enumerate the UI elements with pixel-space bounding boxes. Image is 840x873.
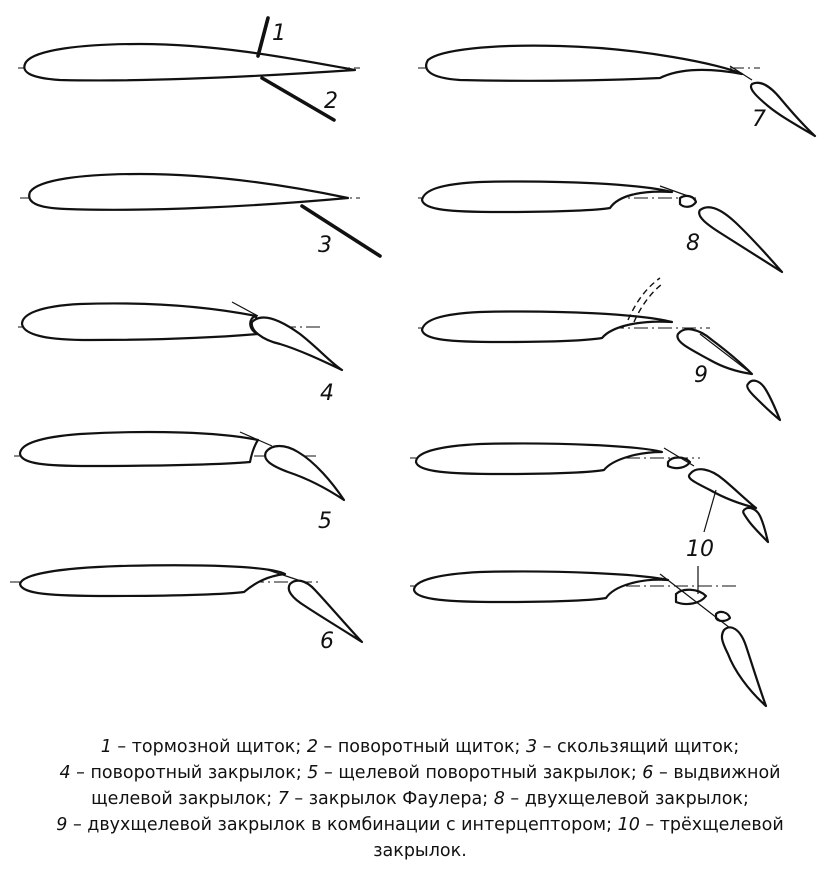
extending-flap-6 xyxy=(287,579,364,644)
airfoil-10a xyxy=(410,442,770,544)
label-4: 4 xyxy=(320,381,334,406)
airfoil-6: 6 xyxy=(10,564,364,654)
slotted-flap-5 xyxy=(264,444,346,502)
label-5: 5 xyxy=(318,509,332,534)
label-2: 2 xyxy=(324,89,338,114)
double-slotted-flap-8 xyxy=(698,206,784,274)
airfoil-7: 7 xyxy=(418,44,817,138)
caption-line-3: щелевой закрылок; 7 – закрылок Фаулера; … xyxy=(91,789,749,809)
caption-item-10-part-a: – трёхщелевой xyxy=(639,815,784,835)
caption-line-5: закрылок. xyxy=(373,841,467,861)
brake-flap-1 xyxy=(256,16,270,58)
airfoil-9: 9 xyxy=(418,277,782,422)
airfoil-1-2: 1 2 xyxy=(18,16,360,122)
airfoil-5: 5 xyxy=(14,430,346,534)
caption-line-1: 1 – тормозной щиток; 2 – поворотный щито… xyxy=(100,737,740,757)
airfoil-8: 8 xyxy=(418,180,784,274)
fowler-flap-7 xyxy=(749,81,817,138)
label-3: 3 xyxy=(318,233,332,258)
caption-line-4: 9 – двухщелевой закрылок в комбинации с … xyxy=(56,815,784,835)
double-slotted-flap-9 xyxy=(676,328,754,376)
caption-item-6-part-a: – выдвижной xyxy=(653,763,781,783)
airfoil-10b: 10 xyxy=(410,537,768,708)
figure-caption: 1 – тормозной щиток; 2 – поворотный щито… xyxy=(0,734,840,864)
spoiler-9 xyxy=(627,277,661,321)
plain-flap-4 xyxy=(250,316,344,372)
airfoil-3: 3 xyxy=(20,172,382,258)
label-8: 8 xyxy=(686,231,700,256)
triple-slotted-flap-10a xyxy=(687,468,758,510)
flap-diagram: 1 2 3 4 5 6 7 xyxy=(10,16,817,708)
caption-line-2: 4 – поворотный закрылок; 5 – щелевой пов… xyxy=(59,763,781,783)
label-1: 1 xyxy=(272,21,286,46)
triple-slotted-flap-10b xyxy=(720,626,768,708)
split-flap-2 xyxy=(260,76,336,122)
label-7: 7 xyxy=(752,107,766,132)
sliding-flap-3 xyxy=(300,204,382,258)
leader-10 xyxy=(703,489,717,533)
airfoil-4: 4 xyxy=(18,301,344,406)
label-9: 9 xyxy=(694,363,708,388)
caption-item-6-part-b: щелевой закрылок; xyxy=(91,789,278,809)
label-6: 6 xyxy=(320,629,334,654)
label-10: 10 xyxy=(686,537,714,562)
